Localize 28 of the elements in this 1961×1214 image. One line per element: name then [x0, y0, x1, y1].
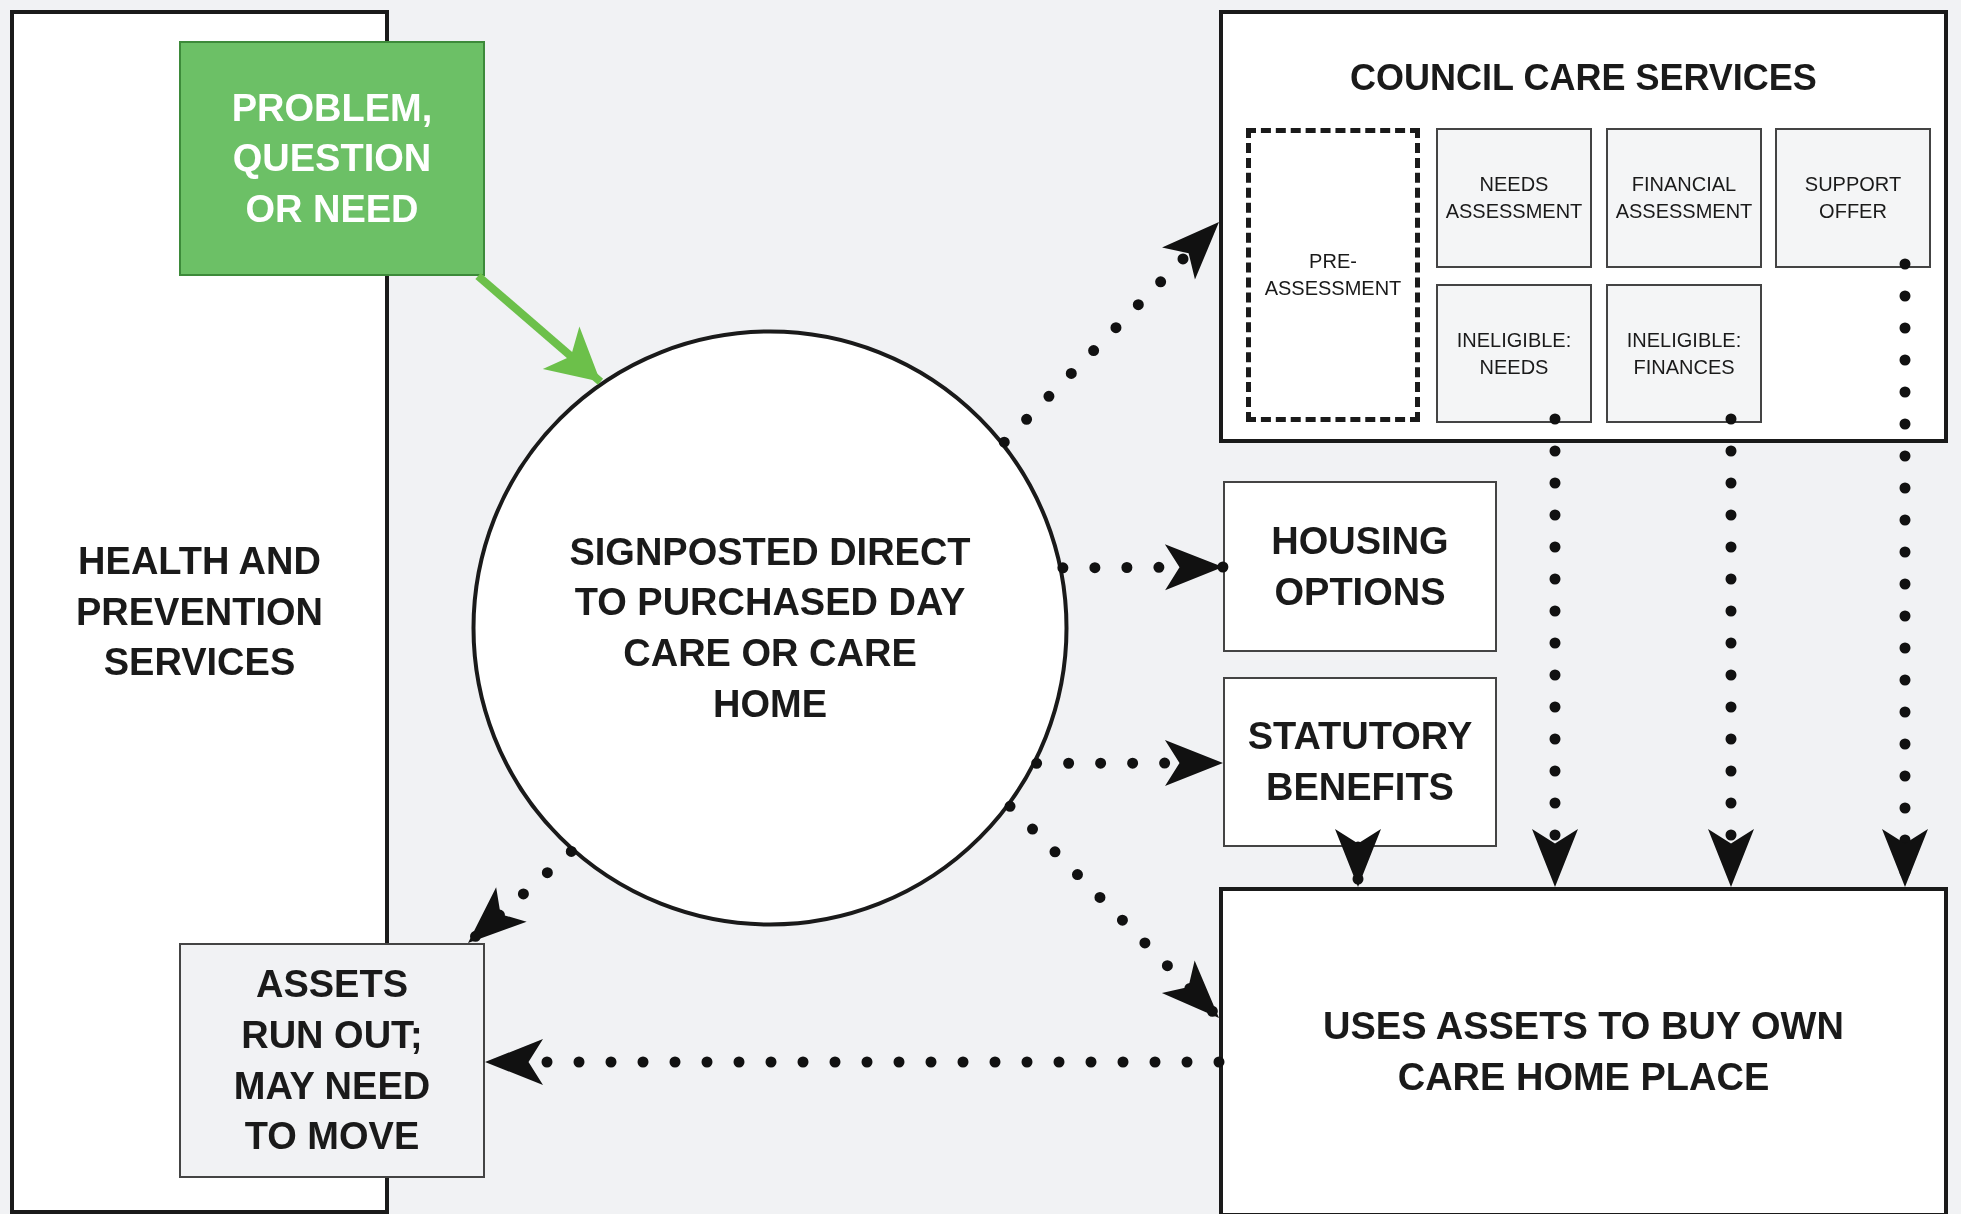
dotted-arrow — [1057, 544, 1229, 591]
node-label: INELIGIBLE: NEEDS — [1455, 327, 1573, 380]
node-label: NEEDS ASSESSMENT — [1444, 172, 1584, 224]
process-box — [1223, 677, 1497, 847]
process-box — [1606, 284, 1762, 423]
node-label: COUNCIL CARE SERVICES — [1350, 56, 1817, 100]
process-box — [1436, 284, 1592, 423]
start-box — [179, 41, 485, 276]
node-label: SUPPORT OFFER — [1803, 172, 1903, 224]
node-label: USES ASSETS TO BUY OWN CARE HOME PLACE — [1322, 1004, 1845, 1100]
node-label: STATUTORY BENEFITS — [1246, 714, 1474, 810]
process-box — [1246, 128, 1420, 422]
outcome-box — [179, 943, 485, 1178]
node-label: INELIGIBLE: FINANCES — [1625, 327, 1743, 380]
group-panel — [1219, 10, 1948, 443]
process-box — [1775, 128, 1931, 268]
node-label: ASSETS RUN OUT; MAY NEED TO MOVE — [232, 962, 432, 1160]
process-box — [1223, 481, 1497, 652]
node-label: PROBLEM, QUESTION OR NEED — [230, 85, 434, 232]
node-label: SIGNPOSTED DIRECT TO PURCHASED DAY CARE OR CARE HOME — [568, 529, 972, 727]
process-box — [1606, 128, 1762, 268]
node-label: FINANCIAL ASSESSMENT — [1614, 172, 1754, 224]
node-label: PRE-ASSESSMENT — [1263, 249, 1403, 301]
process-box — [1436, 128, 1592, 268]
node-label: HOUSING OPTIONS — [1270, 518, 1450, 615]
arrow — [475, 272, 604, 385]
outcome-box — [1219, 887, 1948, 1214]
node-label: HEALTH AND PREVENTION SERVICES — [74, 539, 324, 686]
